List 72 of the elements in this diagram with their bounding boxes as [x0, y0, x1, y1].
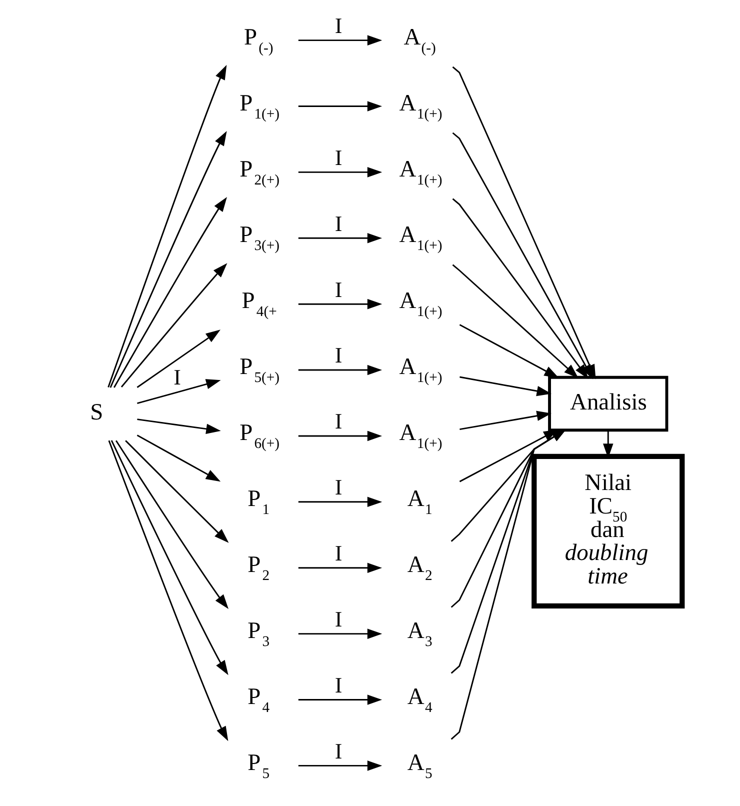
node-text: P$_{4(+}$	[242, 288, 277, 320]
arrow	[120, 263, 228, 388]
node-text: A$_{1(+)}$	[399, 354, 442, 386]
arrow	[450, 428, 566, 542]
arrow	[136, 330, 220, 388]
arrow	[298, 364, 382, 376]
arrow	[298, 35, 382, 46]
arrow	[450, 428, 566, 674]
node-text: P$_{4}$	[248, 684, 270, 716]
node-text: P$_{3(+)}$	[240, 222, 280, 254]
node-text: A$_{(-)}$	[404, 24, 436, 56]
arrow	[298, 496, 382, 508]
node-text: P$_{2(+)}$	[240, 156, 280, 188]
arrow	[116, 440, 228, 609]
arrow	[137, 418, 221, 434]
arrow	[108, 64, 227, 388]
node-text: P$_{6(+)}$	[240, 420, 280, 452]
arrow	[452, 264, 578, 378]
node-text: P$_{(-)}$	[244, 24, 274, 56]
node-text: A$_{1(+)}$	[399, 156, 442, 188]
arrow	[298, 101, 382, 112]
node-text: P$_{5}$	[248, 750, 270, 782]
arrow	[137, 379, 221, 404]
arrow	[459, 324, 559, 378]
arrow	[298, 167, 382, 178]
node-text: A$_{1(+)}$	[399, 420, 442, 452]
edge-label: I	[334, 606, 342, 632]
edge-label: I	[334, 12, 342, 38]
arrow	[460, 410, 552, 430]
arrow	[298, 233, 382, 244]
edge-label: I	[334, 408, 342, 434]
arrow	[450, 428, 566, 608]
edge-label: I	[334, 474, 342, 500]
node-text: A$_{4}$	[407, 684, 432, 716]
node-text: S	[90, 400, 104, 426]
arrow	[298, 562, 382, 573]
arrow	[460, 376, 552, 396]
arrow	[452, 198, 588, 380]
node-box: Analisis	[548, 376, 668, 432]
edge-label: I	[174, 364, 181, 390]
edge-label: I	[334, 672, 342, 698]
node-text: A$_{1(+)}$	[399, 222, 442, 254]
edge-label: I	[334, 210, 342, 236]
node-text: P$_{1}$	[248, 486, 270, 518]
node-text: P$_{5(+)}$	[240, 354, 280, 386]
edge-label: I	[334, 276, 342, 302]
arrow	[298, 694, 382, 705]
arrow	[110, 130, 227, 388]
arrow	[125, 440, 229, 543]
arrow	[108, 440, 228, 742]
arrow	[113, 197, 227, 388]
node-box: Nilai IC$_{50}$ dan doubling time	[532, 454, 685, 609]
edge-label: I	[334, 144, 342, 170]
node-text: A$_{1(+)}$	[399, 288, 442, 320]
edge-label: I	[334, 540, 342, 566]
node-text: A$_{1(+)}$	[399, 90, 442, 122]
edge-label: I	[334, 342, 342, 368]
node-text: A$_{3}$	[407, 618, 432, 650]
arrow	[110, 440, 228, 676]
arrow	[298, 760, 382, 771]
arrow	[136, 434, 221, 482]
arrow	[298, 430, 382, 442]
edge-label: I	[334, 738, 342, 764]
node-text: P$_{3}$	[248, 618, 270, 650]
node-text: A$_{5}$	[407, 750, 432, 782]
node-text: A$_{1}$	[407, 486, 432, 518]
node-text: A$_{2}$	[407, 552, 432, 584]
node-text: P$_{2}$	[248, 552, 270, 584]
arrow	[298, 628, 382, 639]
arrow	[450, 428, 566, 740]
arrow	[298, 298, 382, 310]
node-text: P$_{1(+)}$	[240, 90, 280, 122]
